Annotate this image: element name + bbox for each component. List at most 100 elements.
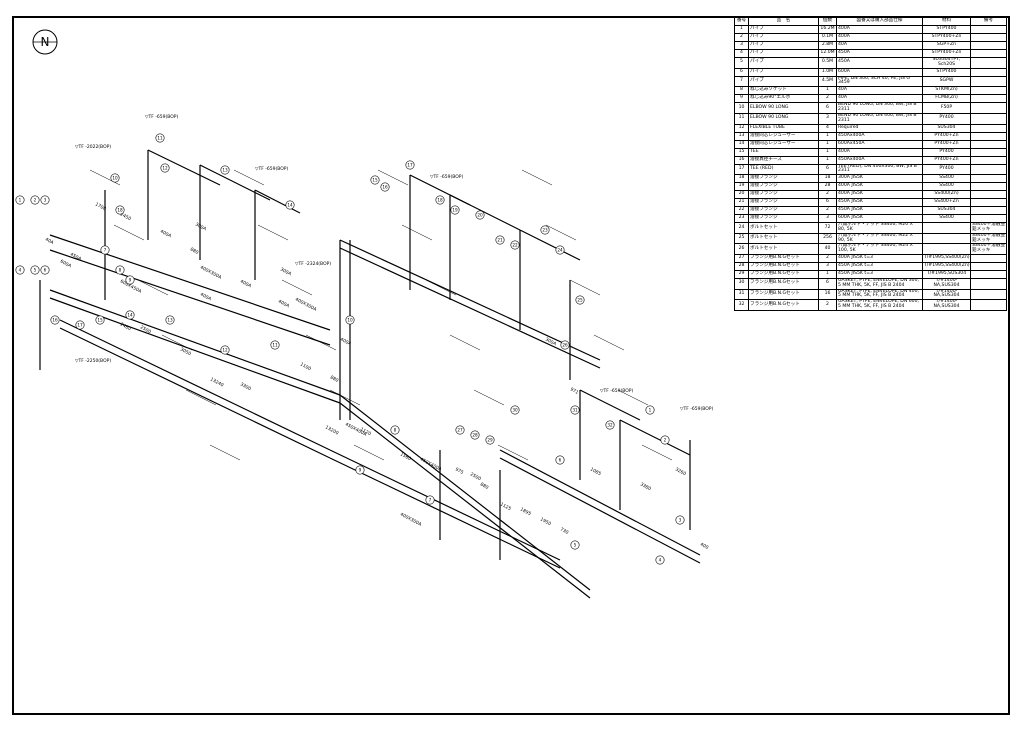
part-balloon: 14 — [285, 200, 295, 210]
item-material: SGP+Zn — [922, 41, 971, 50]
item-remarks — [970, 112, 1007, 125]
balloon-number: 14 — [287, 203, 293, 208]
dimension-line — [305, 334, 337, 351]
part-balloon: 32 — [605, 420, 615, 430]
item-spec: GASKET, PTFE, ENVELOPE, DN 400, 5 MM THK… — [836, 288, 923, 301]
item-name: 溶接フランジ — [748, 214, 819, 224]
item-remarks — [970, 139, 1007, 149]
pipe-run — [499, 449, 701, 556]
item-spec: 400A JIS5K — [836, 182, 923, 192]
part-balloon: 18 — [435, 195, 445, 205]
header-remarks: 備考 — [970, 16, 1007, 26]
item-number: 21 — [734, 198, 749, 208]
item-name: 溶接フランジ — [748, 190, 819, 200]
balloon-number: 27 — [457, 428, 463, 433]
item-quantity: 2 — [818, 299, 837, 311]
item-number: 3 — [734, 41, 749, 50]
item-material: SS400(Zn) — [922, 190, 971, 200]
item-number: 9 — [734, 94, 749, 104]
item-name: 溶接フランジ — [748, 182, 819, 192]
item-number: 11 — [734, 112, 749, 125]
header-quantity: 個数 — [818, 16, 837, 26]
balloon-number: 4 — [659, 558, 662, 563]
part-balloon: 17 — [75, 320, 85, 330]
item-material: STPY400 — [922, 67, 971, 77]
item-material: STKM(Zn) — [922, 86, 971, 96]
pipe-branch — [619, 419, 691, 456]
item-spec: 六角ボルト・ナット SS400, M24 X 100, 5K — [836, 243, 923, 255]
item-material: T/#1995,SUS304 — [922, 270, 971, 279]
balloon-number: 24 — [557, 248, 563, 253]
item-material: SS400 — [922, 214, 971, 224]
item-material: PY400 — [922, 112, 971, 125]
item-number: 20 — [734, 190, 749, 200]
item-quantity: 4.5M — [818, 75, 837, 88]
part-balloon: 22 — [510, 240, 520, 250]
balloon-number: 23 — [542, 228, 548, 233]
item-number: 27 — [734, 254, 749, 263]
balloon-number: 18 — [117, 208, 123, 213]
dimension-value: 3300 — [239, 381, 252, 392]
dimension-line — [233, 169, 265, 186]
item-spec: 600A JIS5K — [836, 214, 923, 224]
part-balloon: 12 — [160, 163, 170, 173]
item-material: SUS304 — [922, 123, 971, 133]
dimension-value: 880 — [479, 481, 490, 490]
part-balloon: 19 — [450, 205, 460, 215]
item-spec: 450A JIS5K — [836, 206, 923, 216]
part-balloon: 4 — [15, 265, 25, 275]
balloon-number: 18 — [437, 198, 443, 203]
part-balloon: 24 — [555, 245, 565, 255]
item-spec: 六角ボルト・ナット SS400, M20 X 80, 5K — [836, 222, 923, 234]
part-balloon: 13 — [165, 315, 175, 325]
item-material — [922, 232, 971, 245]
item-quantity: 0.1M — [818, 33, 837, 42]
item-name: フランジ用B.N.Gセット — [748, 262, 819, 271]
item-material: SGPW — [922, 75, 971, 88]
item-number: 26 — [734, 243, 749, 255]
elevation-mark: ▽TF -659(BOP) — [430, 174, 463, 180]
balloon-number: 2 — [34, 198, 37, 203]
item-remarks — [970, 190, 1007, 200]
item-remarks: SS400＋溶融亜鉛メッキ — [970, 243, 1007, 255]
item-number: 30 — [734, 278, 749, 290]
balloon-number: 17 — [407, 163, 413, 168]
item-spec: 40A — [836, 86, 923, 96]
item-remarks — [970, 214, 1007, 224]
item-name: フランジ用B.N.Gセット — [748, 270, 819, 279]
part-balloon: 14 — [125, 310, 135, 320]
item-name: パイプ — [748, 33, 819, 42]
item-remarks — [970, 67, 1007, 77]
item-name: 溶接フランジ — [748, 174, 819, 184]
dimension-value: 1100 — [299, 361, 312, 372]
balloon-number: 16 — [52, 318, 58, 323]
balloon-number: 31 — [572, 408, 578, 413]
item-material: STPY400 — [922, 25, 971, 34]
dimension-line — [185, 389, 217, 406]
item-material: SS400 — [922, 182, 971, 192]
part-balloon: 21 — [495, 235, 505, 245]
item-spec: TEE (RED), DN 400X300, BW, JIS B 2311 — [836, 163, 923, 176]
pipe-run — [49, 289, 341, 396]
dimension-value: 400 — [699, 541, 710, 550]
part-balloon: 1 — [15, 195, 25, 205]
item-name: 溶接フランジ — [748, 198, 819, 208]
item-name: フランジ用B.N.Gセット — [748, 288, 819, 301]
dimension-value: 1125 — [499, 501, 512, 512]
dimension-value: 3260 — [674, 466, 687, 477]
item-quantity: 6 — [818, 278, 837, 290]
pipe-size-label: 400A — [159, 228, 173, 239]
balloon-number: 14 — [127, 313, 133, 318]
pipe-size-label: 300A — [279, 266, 293, 277]
